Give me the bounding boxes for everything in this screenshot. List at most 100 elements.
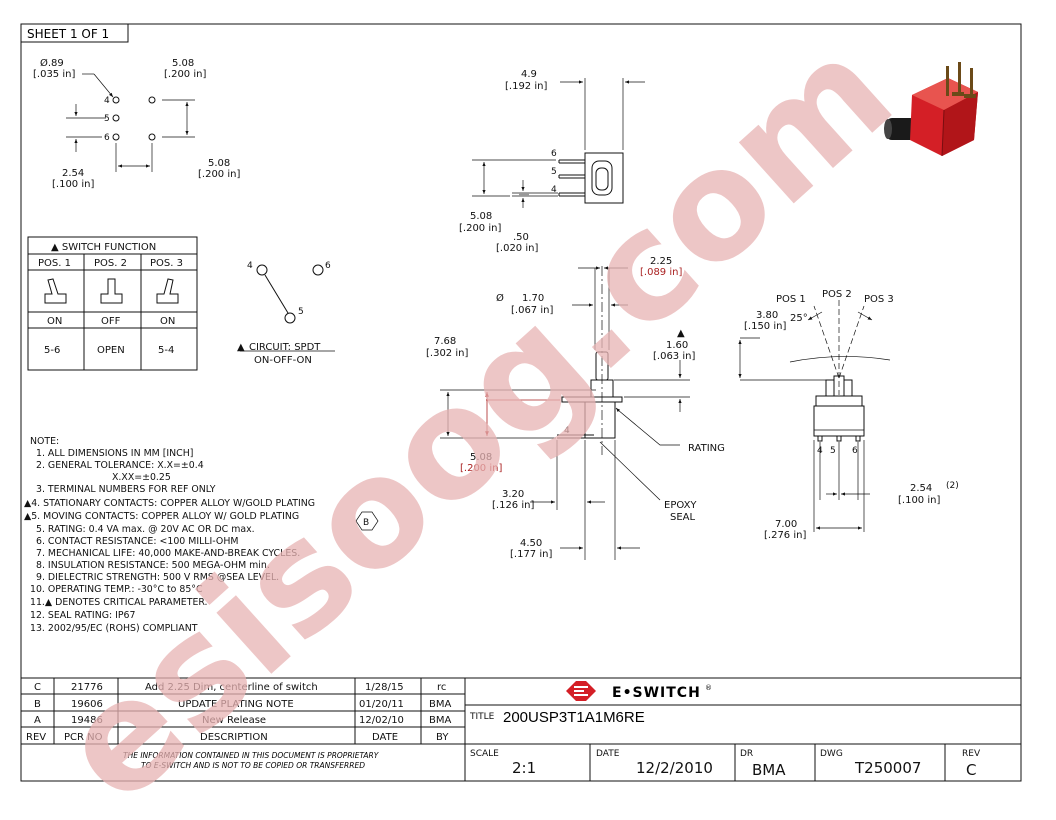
pos1-header: POS. 1 <box>38 258 71 269</box>
rev-row-b-pcr: 19606 <box>71 699 103 710</box>
side-dim-c-in: [.063 in] <box>653 351 695 362</box>
note-9: 9. DIELECTRIC STRENGTH: 500 V RMS @SEA L… <box>36 572 279 583</box>
front-pin-6: 6 <box>852 446 858 456</box>
watermark: esisoog.com <box>28 5 925 816</box>
side-dim-d: 7.68 <box>434 336 456 347</box>
rev-row-a-date: 12/02/10 <box>359 715 404 726</box>
product-3d-image <box>884 62 978 157</box>
title-label: TITLE <box>469 712 495 722</box>
note-12: 12. SEAL RATING: IP67 <box>30 610 135 621</box>
title-block <box>464 677 1022 782</box>
front-pin-4: 4 <box>817 446 823 456</box>
title-value: 200USP3T1A1M6RE <box>503 709 645 726</box>
front-dim-pitch: 2.54 <box>910 483 932 494</box>
side-dim-e-in: [.200 in] <box>460 463 502 474</box>
rev-header-rev: REV <box>26 732 46 743</box>
side-epoxy: EPOXY <box>664 500 697 511</box>
rev-row-b-by: BMA <box>429 699 451 710</box>
dim-left: 2.54 <box>62 168 84 179</box>
circuit-diagram <box>240 264 335 352</box>
e-switch-logo-icon <box>566 681 596 701</box>
top-view-drawing <box>472 78 645 208</box>
side-view-drawing <box>440 266 690 560</box>
pos1-conn: 5-6 <box>44 345 60 356</box>
front-view-drawing <box>738 300 891 532</box>
circuit-triangle-icon: ▲ <box>237 342 245 353</box>
notes-header: NOTE: <box>30 436 59 447</box>
rev-b-flag: B <box>363 518 369 528</box>
dim-top: 5.08 <box>172 58 194 69</box>
side-dim-c: 1.60 <box>666 340 688 351</box>
side-dim-b-in: [.067 in] <box>511 305 553 316</box>
rev-row-c-rev: C <box>34 682 41 693</box>
pos3-state: ON <box>160 316 175 327</box>
side-dim-e: 5.08 <box>470 452 492 463</box>
toggle-pos1-icon <box>44 278 67 304</box>
front-dim-w-in: [.276 in] <box>764 530 806 541</box>
switch-function-title: ▲ SWITCH FUNCTION <box>51 242 156 253</box>
side-seal: SEAL <box>670 512 696 523</box>
top-dim-pin-in: [.020 in] <box>496 243 538 254</box>
top-dim-width: 4.9 <box>521 69 537 80</box>
front-pin-5: 5 <box>830 446 836 456</box>
top-pin-5: 5 <box>551 167 557 177</box>
circuit-label-6: 6 <box>325 261 331 271</box>
brand-mark: ® <box>705 684 712 692</box>
scale-value: 2:1 <box>512 759 536 777</box>
top-dim-height-in: [.200 in] <box>459 223 501 234</box>
rev-header-pcr: PCR NO <box>64 732 103 743</box>
rev-b-flag-icon <box>355 511 379 531</box>
note-5a: ▲5. MOVING CONTACTS: COPPER ALLOY W/ GOL… <box>24 511 299 522</box>
pin-label-4: 4 <box>104 96 110 106</box>
dim-top-in: [.200 in] <box>164 69 206 80</box>
note-10: 10. OPERATING TEMP.: -30°C to 85°C <box>30 584 203 595</box>
front-dim-w: 7.00 <box>775 519 797 530</box>
date-label: DATE <box>596 749 620 759</box>
front-dim-pitch-note: (2) <box>946 481 959 491</box>
note-1: 1. ALL DIMENSIONS IN MM [INCH] <box>36 448 193 459</box>
circuit-mode: ON-OFF-ON <box>254 355 312 366</box>
side-dim-c-triangle-icon: ▲ <box>677 328 685 339</box>
date-value: 12/2/2010 <box>636 759 713 777</box>
dim-right-in: [.200 in] <box>198 169 240 180</box>
rev-label: REV <box>962 749 981 759</box>
pos3-header: POS. 3 <box>150 258 183 269</box>
circuit-label-5: 5 <box>298 307 304 317</box>
side-dim-b-prefix: Ø <box>496 292 504 304</box>
hole-dia-in: [.035 in] <box>33 69 75 80</box>
circuit-title: CIRCUIT: SPDT <box>249 342 321 353</box>
rev-row-a-by: BMA <box>429 715 451 726</box>
switch-function-table <box>27 236 198 371</box>
top-dim-pin: .50 <box>513 232 529 243</box>
dim-left-in: [.100 in] <box>52 179 94 190</box>
note-11: 11.▲ DENOTES CRITICAL PARAMETER. <box>30 597 208 608</box>
rev-value: C <box>966 761 976 779</box>
side-dim-b: 1.70 <box>522 293 544 304</box>
side-dim-f-in: [.126 in] <box>492 500 534 511</box>
side-dim-f: 3.20 <box>502 489 524 500</box>
side-dim-g: 4.50 <box>520 538 542 549</box>
note-3: 3. TERMINAL NUMBERS FOR REF ONLY <box>36 484 216 495</box>
top-dim-height: 5.08 <box>470 211 492 222</box>
pos2-conn: OPEN <box>97 345 125 356</box>
rev-row-a-desc: New Release <box>202 715 266 726</box>
note-8: 8. INSULATION RESISTANCE: 500 MEGA-OHM m… <box>36 560 270 571</box>
note-13: 13. 2002/95/EC (ROHS) COMPLIANT <box>30 623 198 634</box>
front-pos2: POS 2 <box>822 289 852 300</box>
toggle-pos3-icon <box>156 278 179 304</box>
front-angle: 25° <box>790 313 808 324</box>
side-dim-a-in: [.089 in] <box>640 267 682 278</box>
rev-row-c-desc: Add 2.25 Dim, centerline of switch <box>145 682 318 693</box>
circuit-label-4: 4 <box>247 261 253 271</box>
front-dim-pitch-in: [.100 in] <box>898 495 940 506</box>
dr-label: DR <box>740 749 753 759</box>
rev-row-b-date: 01/20/11 <box>359 699 404 710</box>
front-pos3: POS 3 <box>864 294 894 305</box>
pos3-conn: 5-4 <box>158 345 174 356</box>
side-pin-4: 4 <box>564 426 570 436</box>
sheet-tab <box>20 23 129 43</box>
dr-value: BMA <box>752 761 786 779</box>
note-7: 7. MECHANICAL LIFE: 40,000 MAKE-AND-BREA… <box>36 548 300 559</box>
note-6: 6. CONTACT RESISTANCE: <100 MILLI-OHM <box>36 536 238 547</box>
front-dim-h: 3.80 <box>756 310 778 321</box>
